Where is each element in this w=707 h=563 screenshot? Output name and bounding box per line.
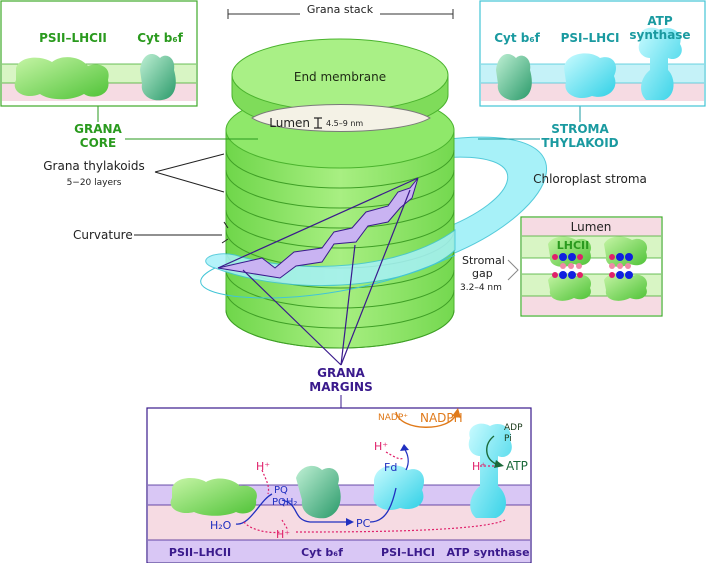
margins-h2o-label: H₂O	[210, 519, 232, 532]
atp-synthase-protein-margin	[468, 423, 512, 518]
grana-margin-lamellae	[217, 177, 419, 279]
grana-layers-label: 5−20 layers	[67, 178, 122, 188]
curvature-label: Curvature	[73, 228, 133, 242]
grana-core-label-line2: CORE	[80, 136, 116, 150]
lumen-label: Lumen	[269, 116, 310, 130]
margins-h-plus-atp: H⁺	[472, 460, 486, 473]
grana-core-label-line1: GRANA	[74, 122, 122, 136]
margins-footer-psi: PSI–LHCI	[381, 546, 435, 559]
margins-adp-label: ADP	[504, 423, 523, 433]
stroma-thylakoid-label-line2: THYLAKOID	[541, 136, 618, 150]
lumen-width-label: 4.5–9 nm	[326, 119, 363, 128]
atp-synthase-protein-stroma	[638, 27, 682, 100]
margins-h-plus-top: H⁺	[256, 460, 270, 473]
margins-footer-cytb6f: Cyt b₆f	[301, 546, 343, 559]
psii-lhcii-protein-margin	[170, 478, 257, 516]
margins-pq-label: PQ	[274, 485, 288, 496]
stromal-gap-label-line2: gap	[472, 267, 493, 280]
grana-stack	[225, 38, 455, 349]
margins-h-plus-stroma: H⁺	[374, 440, 388, 453]
stromal-gap-label-line1: Stromal	[462, 254, 505, 267]
lumen-slit	[251, 104, 431, 132]
grana-stack-label: Grana stack	[307, 3, 374, 16]
stromal-gap-inset	[520, 216, 663, 317]
psi-lhci-protein-margin	[373, 465, 425, 511]
grana-margins-label-line1: GRANA	[317, 366, 365, 380]
margins-h-plus-lumen: H⁺	[276, 528, 290, 541]
cytb6f-protein-margin	[296, 465, 341, 519]
gap-inset-lhcii-label: LHCII	[557, 239, 589, 252]
lumen-width-bracket	[314, 117, 322, 129]
end-membrane-label: End membrane	[294, 70, 386, 84]
psii-lhcii-protein-core	[14, 57, 109, 100]
stroma-thylakoid-label-line1: STROMA	[551, 122, 609, 136]
stromal-gap-label-line3: 3.2–4 nm	[460, 283, 502, 293]
grana-thylakoids-label: Grana thylakoids	[43, 159, 145, 173]
stroma-inset-cytb6f-label: Cyt b₆f	[494, 31, 540, 45]
cytb6f-protein-core	[140, 54, 176, 101]
chloroplast-stroma-label: Chloroplast stroma	[533, 172, 647, 186]
margins-fd-label: Fd	[384, 461, 397, 474]
margins-pi-label: Pi	[504, 434, 512, 444]
grana-margins-inset	[146, 407, 532, 563]
core-inset-cytb6f-label: Cyt b₆f	[137, 31, 183, 45]
margins-pc-label: PC	[356, 517, 371, 530]
margins-footer-atp: ATP synthase	[446, 546, 529, 559]
margins-atp-label: ATP	[506, 459, 528, 473]
stroma-thylakoid-inset	[479, 0, 706, 107]
stroma-inset-atp-label-line1: ATP	[647, 14, 673, 28]
stroma-inset-atp-label-line2: synthase	[629, 28, 690, 42]
margins-footer-psii: PSII–LHCII	[169, 546, 231, 559]
stroma-inset-psi-label: PSI–LHCI	[561, 31, 620, 45]
grana-core-inset	[0, 0, 198, 107]
cytb6f-protein-stroma	[496, 54, 532, 101]
grana-stack-bar: Grana stack	[227, 3, 454, 19]
margins-pqh2-label: PQH₂	[272, 497, 297, 508]
core-inset-psii-label: PSII–LHCII	[39, 31, 107, 45]
gap-inset-lumen-label: Lumen	[571, 220, 612, 234]
margins-nadph-label: NADPH	[420, 411, 463, 425]
grana-margins-label-line2: MARGINS	[309, 380, 372, 394]
psi-lhci-protein-stroma	[564, 53, 617, 99]
margins-nadp-label: NADP⁺	[378, 413, 408, 423]
